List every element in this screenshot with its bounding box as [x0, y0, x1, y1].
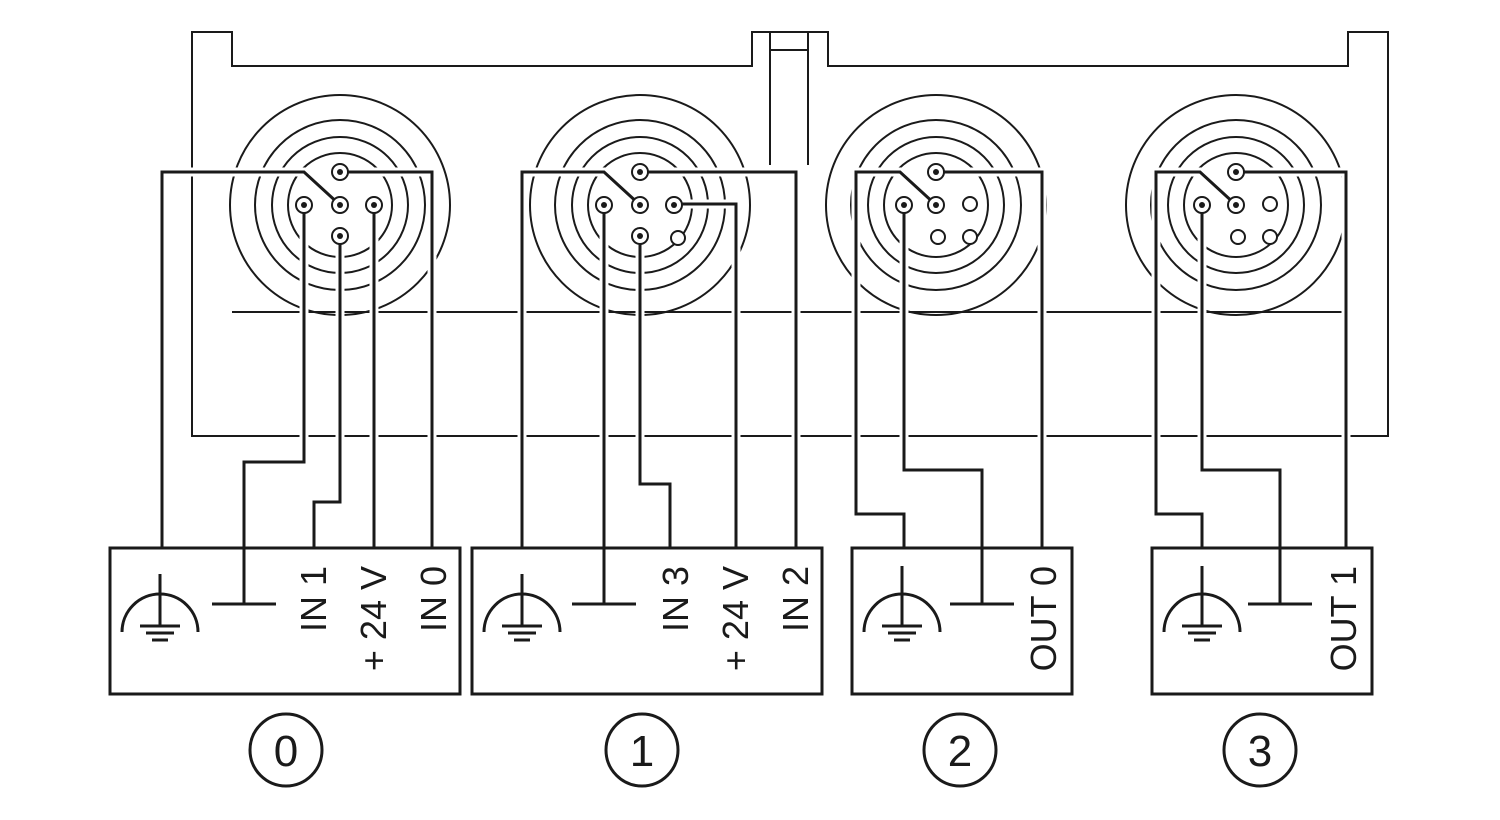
- housing-outline: [191, 31, 1389, 437]
- housing-center-divider: [769, 32, 809, 165]
- terminal-label-in0: IN 0: [413, 566, 454, 632]
- connector-pins-3: [1193, 163, 1278, 245]
- terminal-label-in3: IN 3: [655, 566, 696, 632]
- protective-earth-icon: [1162, 566, 1242, 642]
- terminal-label-24v: + 24 V: [715, 566, 756, 671]
- connector-pins-1: [595, 163, 686, 246]
- port-number-2: 2: [922, 712, 998, 788]
- terminal-label-out0: OUT 0: [1023, 566, 1064, 671]
- terminal-block-2: OUT 0: [850, 546, 1074, 696]
- wires-port-2: [851, 167, 1047, 548]
- ground-icon: [572, 548, 636, 606]
- terminal-label-out1: OUT 1: [1323, 566, 1364, 671]
- terminal-block-3: OUT 1: [1150, 546, 1374, 696]
- ground-icon: [212, 548, 276, 606]
- terminal-block-0: IN 1 + 24 V IN 0: [108, 546, 462, 696]
- svg-text:3: 3: [1248, 727, 1272, 776]
- ground-icon: [1248, 548, 1312, 606]
- wires-port-3: [1151, 167, 1351, 548]
- svg-text:0: 0: [274, 727, 298, 776]
- module-housing: [191, 31, 1389, 437]
- svg-text:1: 1: [630, 727, 654, 776]
- protective-earth-icon: [482, 574, 562, 642]
- terminal-label-in2: IN 2: [775, 566, 816, 632]
- terminal-block-1: IN 3 + 24 V IN 2: [470, 546, 824, 696]
- wires-port-1: [517, 167, 801, 548]
- protective-earth-icon: [862, 566, 942, 642]
- terminal-label-24v: + 24 V: [353, 566, 394, 671]
- ground-icon: [950, 548, 1014, 606]
- connector-pins-0: [295, 163, 383, 245]
- wires-port-0: [157, 167, 437, 548]
- svg-text:2: 2: [948, 727, 972, 776]
- port-number-1: 1: [604, 712, 680, 788]
- port-number-0: 0: [248, 712, 324, 788]
- protective-earth-icon: [120, 574, 200, 642]
- terminal-label-in1: IN 1: [293, 566, 334, 632]
- port-number-3: 3: [1222, 712, 1298, 788]
- connector-pins-2: [895, 163, 978, 245]
